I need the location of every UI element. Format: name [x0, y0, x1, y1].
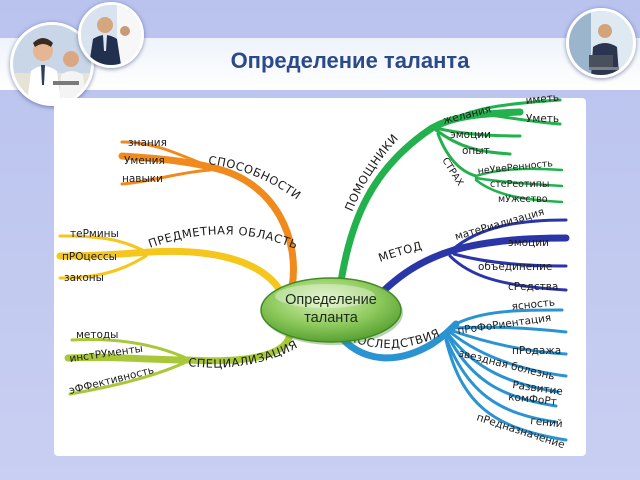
branch-specializaciya: СПЕЦИАЛИЗАЦИЯ методы инстРУменты эФФекти… [64, 328, 299, 397]
item-geniy: гений [530, 415, 564, 430]
branch-metod: МЕТОД матеРиализация эмоции объединение … [370, 206, 570, 304]
item-muzhestvo: мУжество [498, 194, 548, 205]
center-node: Определение таланта [260, 277, 403, 345]
item-imet: иметь [525, 92, 560, 107]
item-neuverennost: неУвеРенность [477, 158, 554, 177]
item-znaniya: знания [128, 137, 167, 149]
photo-businessman-laptop [566, 8, 636, 78]
item-yasnost: ясность [511, 297, 555, 313]
item-umet: Уметь [526, 113, 559, 125]
item-opyt: опыт [462, 145, 490, 157]
item-terminy: теРмины [70, 228, 119, 240]
photo-men-meeting [78, 2, 144, 68]
item-emocii-help: эмоции [450, 129, 491, 141]
item-prodazha: пРодажа [512, 345, 561, 357]
branch-label-sposobnosti: СПОСОБНОСТИ [208, 153, 304, 203]
item-navyki: навыки [122, 173, 163, 185]
item-metody: методы [76, 329, 118, 341]
center-line-1: Определение [285, 292, 377, 308]
item-processy: пРОцессы [62, 251, 117, 263]
item-zakony: законы [64, 272, 104, 284]
slide-title: Определение таланта [230, 48, 470, 73]
item-umeniya: Умения [124, 155, 165, 167]
item-zhelaniya: желания [442, 103, 493, 127]
item-strakh: СТРАХ [439, 156, 465, 189]
branch-predmetnaya: ПРЕДМЕТНАЯ ОБЛАСТЬ теРмины пРОцессы зако… [56, 223, 300, 304]
item-emocii-method: эмоции [508, 237, 549, 249]
item-sredstva: сРедства [508, 281, 558, 293]
item-komfort: комФоРт [508, 391, 558, 408]
branch-label-metod: МЕТОД [377, 239, 424, 265]
item-effektivnost: эФФективность [68, 364, 155, 397]
item-proforientaciya: пРоФоРиентация [457, 312, 552, 337]
item-obedinenie: объединение [478, 261, 552, 273]
item-stereotipy: стеРеотипы [490, 179, 549, 190]
branch-label-pomoshchniki: ПОМОЩНИКИ [342, 131, 401, 213]
branch-label-predmetnaya: ПРЕДМЕТНАЯ ОБЛАСТЬ [146, 223, 300, 252]
branch-sposobnosti: СПОСОБНОСТИ знания Умения навыки [118, 137, 304, 291]
center-line-2: таланта [304, 310, 359, 326]
